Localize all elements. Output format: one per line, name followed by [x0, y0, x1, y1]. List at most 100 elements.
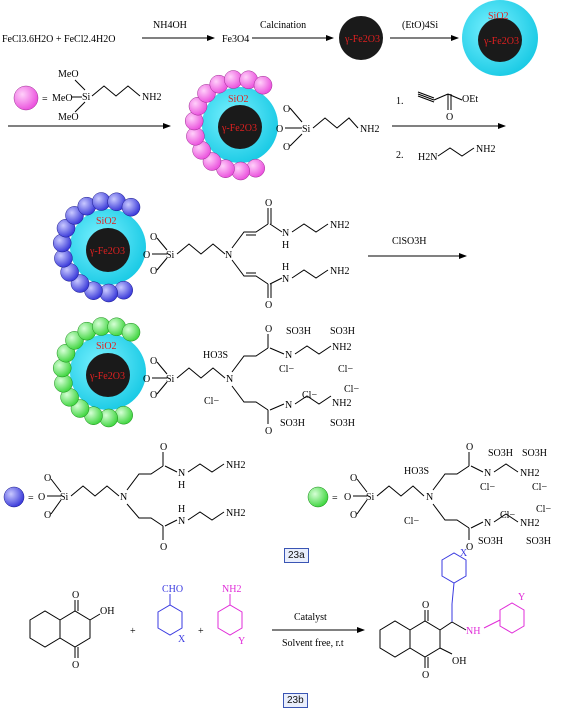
o-label: O — [150, 232, 157, 243]
shell-label: SiO2 — [96, 341, 117, 352]
n-label: N — [484, 468, 491, 479]
n-label: N — [225, 250, 232, 261]
o-label: O — [150, 266, 157, 277]
chloride-label: Cl− — [204, 396, 219, 407]
si-label: Si — [82, 92, 91, 103]
x-label: X — [178, 634, 186, 645]
meo-label: MeO — [58, 69, 79, 80]
core-label: γ-Fe2O3 — [89, 246, 125, 257]
so3h-label: SO3H — [286, 326, 311, 337]
so3h-label: SO3H — [488, 448, 513, 459]
blue-sphere-ring — [52, 192, 141, 303]
so3h-label: SO3H — [330, 418, 355, 429]
n-label: N — [120, 492, 127, 503]
h2n-label: H2N — [418, 152, 437, 163]
o-label: O — [143, 374, 150, 385]
ho3s-label: HO3S — [404, 466, 429, 477]
so3h-label: SO3H — [522, 448, 547, 459]
equals-sign: = — [42, 94, 48, 105]
o-label: O — [143, 250, 150, 261]
o-label: O — [283, 142, 290, 153]
h-label: H — [282, 262, 289, 273]
si-label: Si — [366, 492, 375, 503]
n-label: N — [285, 400, 292, 411]
o-label: O — [265, 300, 272, 311]
o-label: O — [160, 542, 167, 553]
shell-label: SiO2 — [488, 11, 509, 22]
o-label: O — [276, 124, 283, 135]
o-label: O — [283, 104, 290, 115]
caption-23b: 23b — [283, 693, 308, 708]
o-label: O — [150, 390, 157, 401]
so3h-label: SO3H — [478, 536, 503, 547]
chloride-label: Cl− — [344, 384, 359, 395]
si-label: Si — [302, 124, 311, 135]
blue-sphere — [121, 197, 141, 217]
reagent-nh4oh: NH4OH — [153, 20, 187, 31]
chloride-label: Cl− — [536, 504, 551, 515]
o-label: O — [150, 356, 157, 367]
o-label: O — [44, 510, 51, 521]
oet-label: OEt — [462, 94, 478, 105]
core-label: γ-Fe2O3 — [221, 123, 257, 134]
aniline-structure — [217, 594, 243, 636]
core-label: γ-Fe2O3 — [483, 36, 519, 47]
si-label: Si — [166, 250, 175, 261]
o-label: O — [44, 473, 51, 484]
ho3s-label: HO3S — [203, 350, 228, 361]
o-label: O — [72, 660, 79, 671]
reactants-label: FeCl3.6H2O + FeCl2.4H2O — [2, 34, 115, 45]
aryl-ring — [441, 552, 467, 584]
n-label: N — [178, 468, 185, 479]
o-label: O — [466, 542, 473, 553]
n-plus-label: N — [226, 374, 233, 385]
nh2-label: NH2 — [476, 144, 495, 155]
calcination-label: Calcination — [260, 20, 306, 31]
so3h-label: SO3H — [526, 536, 551, 547]
o-label: O — [265, 426, 272, 437]
green-particle — [70, 334, 146, 410]
conditions-label: Solvent free, r.t — [282, 638, 344, 649]
nh2-label: NH2 — [330, 266, 349, 277]
nh2-label: NH2 — [226, 460, 245, 471]
so3h-label: SO3H — [280, 418, 305, 429]
pink-particle — [202, 87, 278, 163]
green-sphere — [121, 322, 141, 342]
y-label: Y — [238, 636, 245, 647]
y-label: Y — [518, 592, 525, 603]
blue-sphere-legend — [3, 486, 25, 508]
chloride-label: Cl− — [404, 516, 419, 527]
si-label: Si — [60, 492, 69, 503]
nh2-label: NH2 — [520, 468, 539, 479]
o-label: O — [265, 324, 272, 335]
catalyst-label: Catalyst — [294, 612, 327, 623]
nh2-label: NH2 — [142, 92, 161, 103]
chloride-label: Cl− — [302, 390, 317, 401]
o-label: O — [446, 112, 453, 123]
o-label: O — [422, 600, 429, 611]
oh-label: OH — [452, 656, 466, 667]
step-2-label: 2. — [396, 150, 404, 161]
maghemite-core — [339, 16, 383, 60]
o-label: O — [344, 492, 351, 503]
cho-label: CHO — [162, 584, 183, 595]
chloride-label: Cl− — [532, 482, 547, 493]
nh2-label: NH2 — [332, 398, 351, 409]
n-label: N — [285, 350, 292, 361]
fe3o4-label: Fe3O4 — [222, 34, 249, 45]
plus-sign: + — [130, 626, 136, 637]
o-label: O — [160, 442, 167, 453]
meo-label: MeO — [58, 112, 79, 123]
chloride-label: Cl− — [279, 364, 294, 375]
nh2-label: NH2 — [330, 220, 349, 231]
product-structure — [379, 604, 467, 668]
o-label: O — [350, 510, 357, 521]
o-label: O — [350, 473, 357, 484]
o-label: O — [265, 198, 272, 209]
nh-label: NH — [466, 626, 480, 637]
meo-label: MeO — [52, 93, 73, 104]
n-label: N — [282, 274, 289, 285]
green-sphere-legend — [307, 486, 329, 508]
h-label: H — [178, 480, 185, 491]
step-1-label: 1. — [396, 96, 404, 107]
